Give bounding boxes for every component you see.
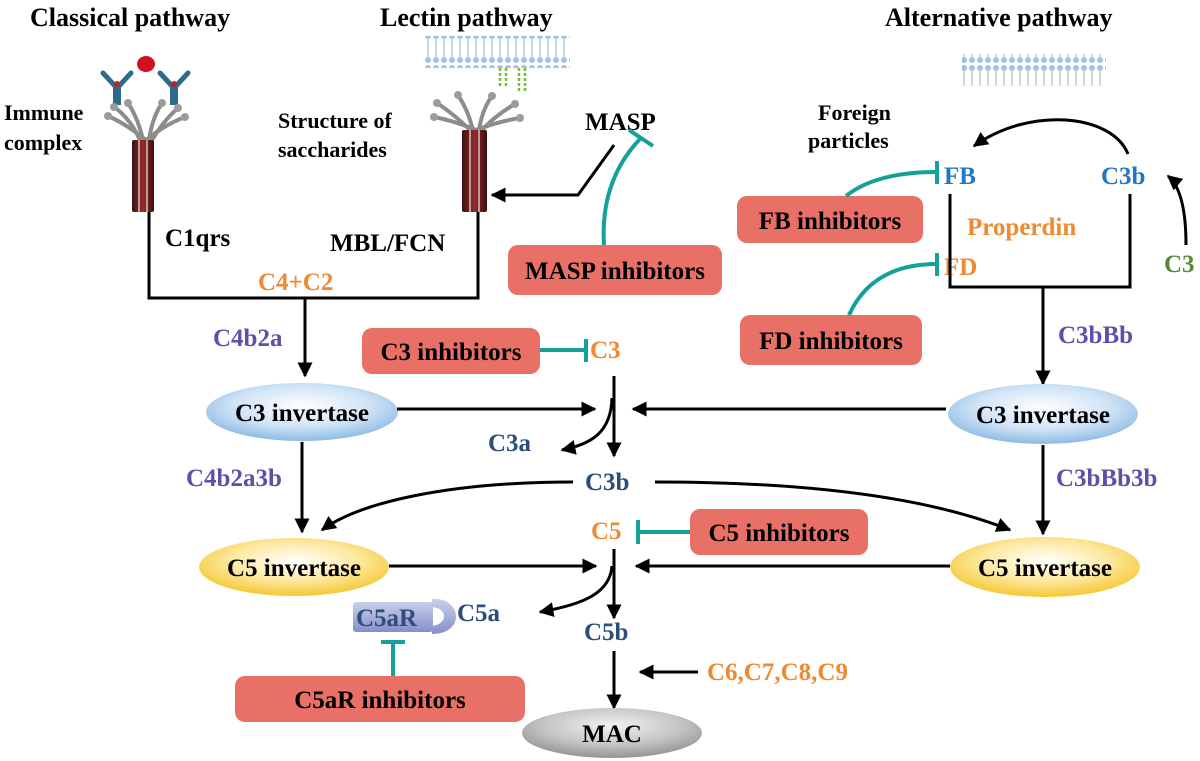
lectin-membrane-icon — [424, 36, 570, 68]
c3-inhibitors-box — [362, 328, 540, 374]
saccharide-chains-icon — [498, 68, 527, 92]
c4b2a-label: C4b2a — [213, 325, 283, 352]
c3b-alt-label: C3b — [1101, 163, 1145, 190]
c3a-release-arrow — [560, 397, 614, 455]
terminal-components-label: C6,C7,C8,C9 — [707, 659, 848, 686]
c4b2a3b-label: C4b2a3b — [186, 465, 282, 492]
classical-pathway-title: Classical pathway — [30, 3, 230, 32]
c3b-center-label: C3b — [585, 469, 629, 496]
fd-inhibitors-box — [740, 315, 922, 365]
immune-complex-label-2: complex — [4, 130, 82, 155]
c5a-label: C5a — [457, 600, 501, 627]
c5a-release-arrow — [538, 565, 614, 618]
fb-label: FB — [944, 163, 976, 190]
c3b-to-c5-invertase-right-arrow — [654, 480, 1012, 532]
c3-invertase-left-node — [206, 383, 398, 441]
c3bbb-label: C3bBb — [1058, 322, 1133, 349]
c5ar-inhibitors-label: C5aR inhibitors — [294, 687, 466, 714]
lectin-pathway-title: Lectin pathway — [380, 3, 553, 32]
fb-inhibition-line — [844, 170, 938, 198]
c5-inhibitors-box — [690, 509, 868, 555]
classical-lectin-merge-line — [147, 212, 480, 300]
c3-invertase-left-label: C3 invertase — [235, 400, 369, 427]
mac-label: MAC — [582, 721, 642, 748]
c3b-to-fb-arrow — [972, 118, 1130, 155]
alternative-pathway-title: Alternative pathway — [885, 3, 1112, 32]
saccharides-label-2: saccharides — [278, 137, 387, 162]
c5-label: C5 — [591, 518, 622, 545]
c1-complex-icon — [100, 56, 191, 212]
foreign-particles-label-2: particles — [808, 128, 889, 153]
c5ar-receptor-icon — [353, 598, 457, 634]
c5-inhibitors-label: C5 inhibitors — [708, 520, 849, 547]
mac-node — [522, 708, 702, 758]
fd-inhibition-line — [847, 262, 938, 316]
c3-inhibitors-label: C3 inhibitors — [380, 339, 521, 366]
masp-inhibitors-label: MASP inhibitors — [525, 258, 705, 285]
fb-inhibitors-label: FB inhibitors — [759, 208, 902, 235]
mbl-fcn-label: MBL/FCN — [330, 230, 445, 257]
c3b-to-c5-invertase-left-arrow — [320, 480, 574, 532]
mbl-fcn-icon — [430, 91, 524, 212]
c5-invertase-right-node — [950, 537, 1140, 597]
fb-inhibitors-box — [737, 196, 923, 243]
c4-c2-label: C4+C2 — [258, 269, 333, 296]
c3-alt-label: C3 — [1164, 251, 1195, 278]
masp-label: MASP — [585, 109, 656, 136]
fd-inhibitors-label: FD inhibitors — [759, 328, 903, 355]
masp-inhibition-bar — [627, 128, 655, 148]
c5ar-inhibitors-box — [235, 676, 525, 722]
immune-complex-label: Immune — [4, 100, 84, 125]
alternative-bracket-line — [948, 194, 1132, 289]
c5b-label: C5b — [584, 619, 628, 646]
c3-to-c3b-arrow — [1166, 174, 1188, 246]
c5ar-label: C5aR — [356, 605, 418, 632]
c1qrs-label: C1qrs — [165, 225, 231, 252]
c3-invertase-right-node — [948, 384, 1138, 444]
masp-inhibitors-box — [508, 245, 722, 295]
alternative-membrane-icon — [962, 54, 1106, 86]
masp-inhibition-line — [601, 136, 643, 246]
masp-to-mbl-arrow — [490, 144, 616, 203]
saccharides-label: Structure of — [278, 108, 393, 133]
c3a-label: C3a — [488, 430, 532, 457]
c5-invertase-left-label: C5 invertase — [227, 555, 361, 582]
c3-center-label: C3 — [590, 337, 621, 364]
c3bbb3b-label: C3bBb3b — [1056, 465, 1157, 492]
properdin-label: Properdin — [967, 214, 1076, 241]
c5-invertase-left-node — [199, 538, 389, 596]
c3-invertase-right-label: C3 invertase — [976, 402, 1110, 429]
foreign-particles-label: Foreign — [818, 100, 891, 125]
c5-invertase-right-label: C5 invertase — [978, 555, 1112, 582]
